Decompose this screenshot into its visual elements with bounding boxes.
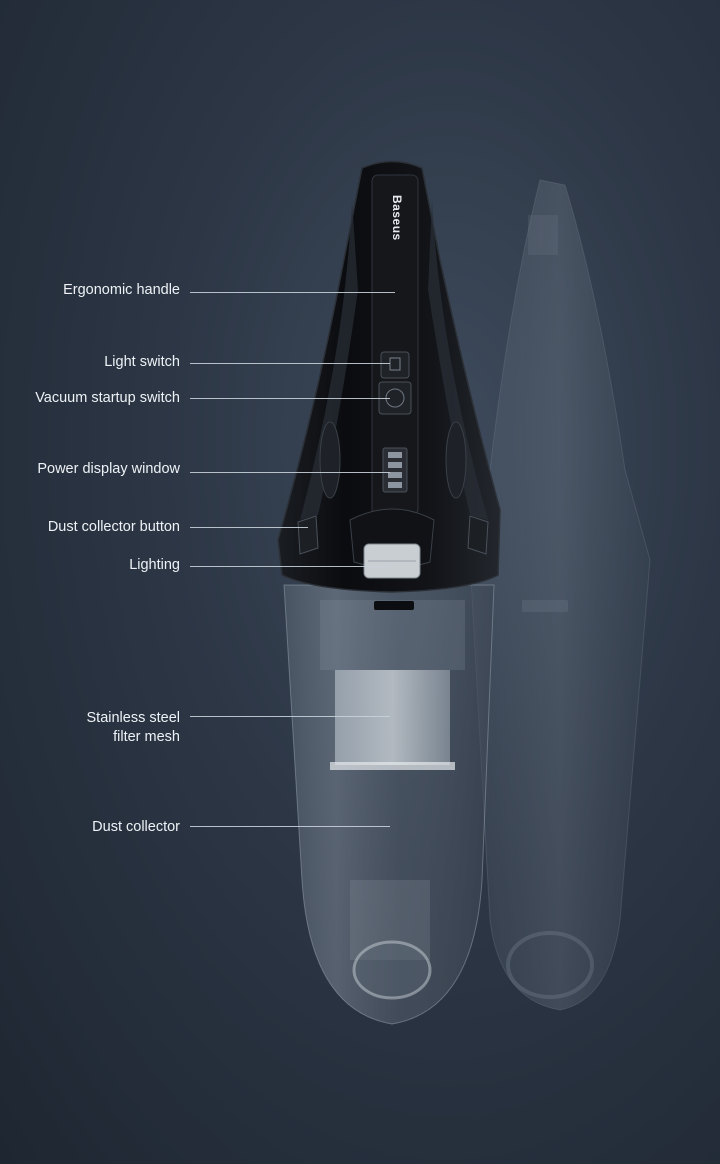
leader-line — [190, 716, 390, 717]
callout-text-line: Stainless steel — [86, 710, 181, 726]
dust-collector-canister — [283, 584, 495, 1025]
vacuum-body: Baseus — [277, 160, 501, 593]
brand-logo-text: Baseus — [390, 195, 404, 241]
callout-stainless-steel-filter-mesh: Stainless steel filter mesh — [87, 709, 181, 747]
dust-collector-release-button[interactable] — [297, 515, 319, 555]
leader-line — [190, 398, 390, 399]
callout-lighting: Lighting — [129, 557, 180, 573]
callout-text-line: filter mesh — [113, 729, 180, 745]
callout-vacuum-startup-switch: Vacuum startup switch — [35, 390, 180, 406]
callout-light-switch: Light switch — [104, 354, 180, 370]
leader-line — [190, 292, 395, 293]
callout-ergonomic-handle: Ergonomic handle — [63, 282, 180, 298]
callout-dust-collector: Dust collector — [92, 819, 180, 835]
leader-line — [190, 527, 308, 528]
callout-power-display-window: Power display window — [37, 461, 180, 477]
callout-dust-collector-button: Dust collector button — [47, 519, 180, 535]
leader-line — [190, 826, 390, 827]
light-switch-button[interactable] — [380, 351, 410, 379]
ghost-reflection — [469, 179, 651, 1011]
leader-line — [190, 566, 390, 567]
power-display-window — [382, 447, 408, 493]
leader-line — [190, 472, 390, 473]
filter-mesh — [335, 670, 450, 765]
leader-line — [190, 363, 390, 364]
